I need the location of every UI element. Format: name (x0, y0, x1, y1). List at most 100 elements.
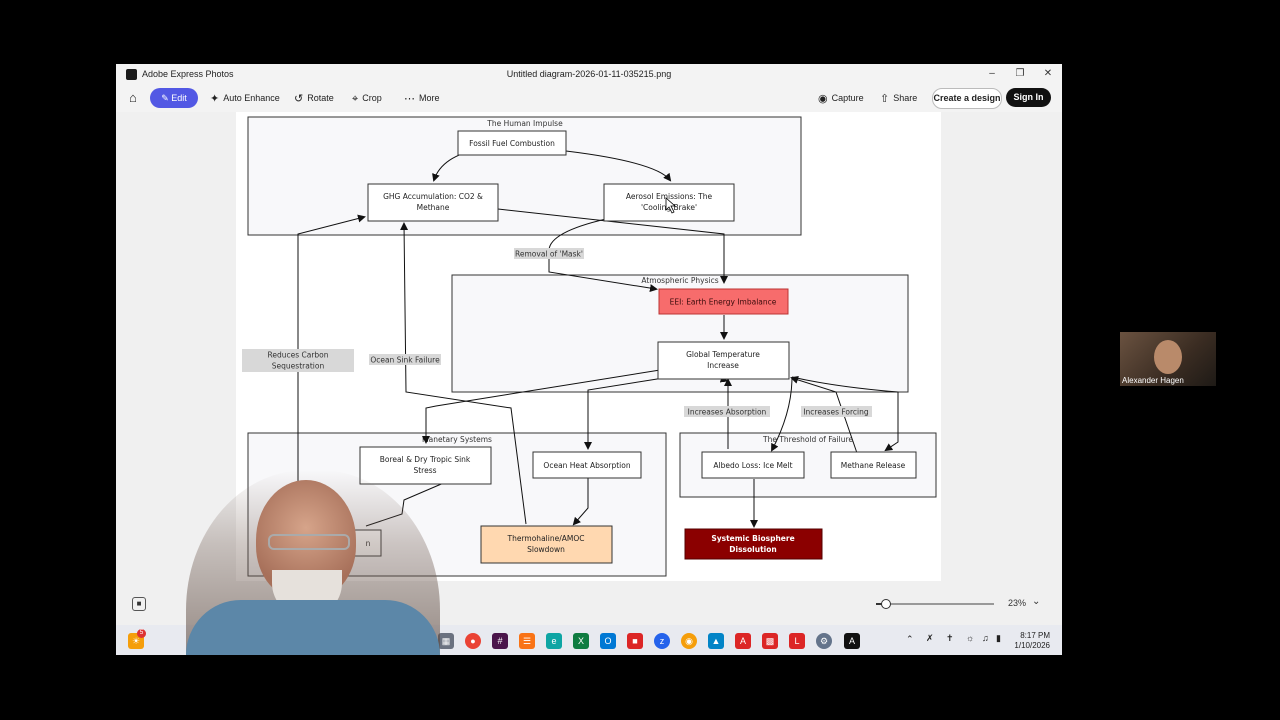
crop-button[interactable]: ⌖Crop (352, 91, 382, 105)
camera-icon: ◉ (818, 92, 828, 105)
group-planetary-label: Planetary Systems (422, 435, 492, 444)
node-amoc-line1: Thermohaline/AMOC (507, 534, 585, 543)
edge-label-reduces-carbon-line2: Sequestration (272, 362, 325, 371)
more-button[interactable]: ⋯ More (404, 91, 440, 105)
clock-time[interactable]: 8:17 PM (1020, 631, 1050, 640)
app-icon-3[interactable]: ◉ (681, 633, 697, 649)
node-global-temperature (657, 341, 790, 380)
chrome-icon[interactable]: ● (465, 633, 481, 649)
node-boreal-line1: Boreal & Dry Tropic Sink (380, 455, 471, 464)
battery-icon[interactable]: ▮ (996, 633, 1001, 643)
app-icon-4[interactable]: ▩ (762, 633, 778, 649)
edge-label-reduces-carbon (242, 349, 354, 372)
edit-icon: ✎ (161, 93, 169, 103)
node-amoc (480, 525, 613, 564)
wifi-icon[interactable]: ☼ (966, 633, 975, 643)
document-title: Untitled diagram-2026-01-11-035215.png (506, 69, 672, 79)
more-label: More (419, 93, 440, 103)
capture-label: Capture (831, 93, 864, 103)
edge-icon[interactable]: e (546, 633, 562, 649)
edit-label: Edit (171, 93, 187, 103)
edge-label-removal-mask (514, 248, 584, 259)
node-aerosol-line1: Aerosol Emissions: The (626, 192, 713, 201)
close-icon[interactable]: ✕ (1043, 68, 1053, 79)
restore-icon[interactable]: ❐ (1015, 68, 1025, 79)
node-eei (658, 288, 789, 315)
participant-video-tile[interactable]: Alexander Hagen (1120, 332, 1216, 386)
edge-label-increases-absorption-text: Increases Absorption (688, 408, 767, 417)
adobe-express-icon[interactable]: A (844, 633, 860, 649)
node-methane (830, 451, 917, 479)
edit-button[interactable]: ✎ Edit (150, 88, 198, 108)
group-threshold-label: The Threshold of Failure (762, 435, 853, 444)
notification-badge: 5 (137, 629, 146, 638)
presenter-glasses (268, 534, 350, 550)
node-global-temperature-line2: Increase (707, 361, 739, 370)
app-icon-l[interactable]: L (789, 633, 805, 649)
edge-label-ocean-sink-text: Ocean Sink Failure (370, 356, 440, 365)
edge-label-ocean-sink (369, 354, 441, 365)
node-eei-text: EEI: Earth Energy Imbalance (670, 298, 777, 307)
zoom-slider-fill (876, 603, 885, 605)
auto-enhance-button[interactable]: ✦Auto Enhance (210, 91, 280, 105)
zoom-slider-thumb[interactable] (881, 599, 891, 609)
edge-label-increases-forcing (801, 406, 872, 417)
node-fossil-fuel-text: Fossil Fuel Combustion (469, 139, 555, 148)
capture-button[interactable]: ◉Capture (818, 91, 864, 105)
node-systemic-line1: Systemic Biosphere (711, 534, 794, 543)
crop-icon: ⌖ (352, 92, 359, 105)
filmstrip-icon[interactable]: ■ (132, 597, 146, 611)
node-global-temperature-line1: Global Temperature (686, 350, 760, 359)
slack-icon[interactable]: # (492, 633, 508, 649)
participant-face (1154, 340, 1182, 374)
rotate-icon: ↺ (294, 92, 304, 105)
zoom-level: 23% (1008, 598, 1027, 608)
auto-enhance-label: Auto Enhance (223, 93, 280, 103)
settings-icon[interactable]: ⚙ (816, 633, 832, 649)
edge-label-increases-absorption (684, 406, 770, 417)
participant-name: Alexander Hagen (1122, 376, 1184, 385)
zoom-slider[interactable] (876, 599, 994, 609)
share-icon: ⇧ (880, 92, 890, 105)
create-design-button[interactable]: Create a design (932, 88, 1002, 109)
volume-icon[interactable]: ♫ (982, 633, 989, 643)
share-button[interactable]: ⇧Share (880, 91, 917, 105)
rotate-button[interactable]: ↺Rotate (294, 91, 334, 105)
presenter-shirt (186, 600, 440, 655)
app-icon-1[interactable]: ▦ (438, 633, 454, 649)
zoom-app-icon[interactable]: z (654, 633, 670, 649)
chevron-down-icon[interactable]: ⌄ (1032, 596, 1041, 607)
minimize-icon[interactable]: – (989, 68, 995, 79)
mute-icon[interactable]: ✗ (926, 633, 934, 643)
title-bar: Adobe Express Photos Untitled diagram-20… (116, 64, 1062, 84)
sign-in-button[interactable]: Sign In (1006, 88, 1051, 107)
group-human-impulse-label: The Human Impulse (486, 119, 563, 128)
edge-label-increases-forcing-text: Increases Forcing (803, 408, 869, 417)
excel-icon[interactable]: X (573, 633, 589, 649)
share-label: Share (893, 93, 918, 103)
node-ocean-heat-text: Ocean Heat Absorption (543, 461, 630, 470)
acrobat-icon[interactable]: A (735, 633, 751, 649)
crop-label: Crop (362, 93, 382, 103)
app-title: Adobe Express Photos (142, 69, 234, 79)
edge-label-removal-mask-text: Removal of 'Mask' (515, 250, 583, 259)
more-icon: ⋯ (404, 92, 415, 105)
node-ghg-line2: Methane (417, 203, 450, 212)
app-logo-icon (126, 69, 137, 80)
node-fossil-fuel (457, 130, 567, 156)
clock-date[interactable]: 1/10/2026 (1014, 641, 1050, 650)
network-icon[interactable]: ✝ (946, 633, 954, 643)
app-icon-active[interactable]: ☰ (519, 633, 535, 649)
node-amoc-line2: Slowdown (527, 545, 565, 554)
node-boreal (359, 446, 492, 485)
node-albedo (701, 451, 805, 479)
node-boreal-line2: Stress (413, 466, 436, 475)
chevron-up-icon[interactable]: ⌃ (906, 634, 914, 644)
home-icon[interactable]: ⌂ (129, 90, 137, 105)
toolbar: ⌂ ✎ Edit ✦Auto Enhance ↺Rotate ⌖Crop ⋯ Mo… (116, 84, 1062, 112)
outlook-icon[interactable]: O (600, 633, 616, 649)
photos-icon[interactable]: ▲ (708, 633, 724, 649)
node-ghg (367, 183, 499, 222)
node-ocean-heat (532, 451, 642, 479)
app-icon-2[interactable]: ■ (627, 633, 643, 649)
